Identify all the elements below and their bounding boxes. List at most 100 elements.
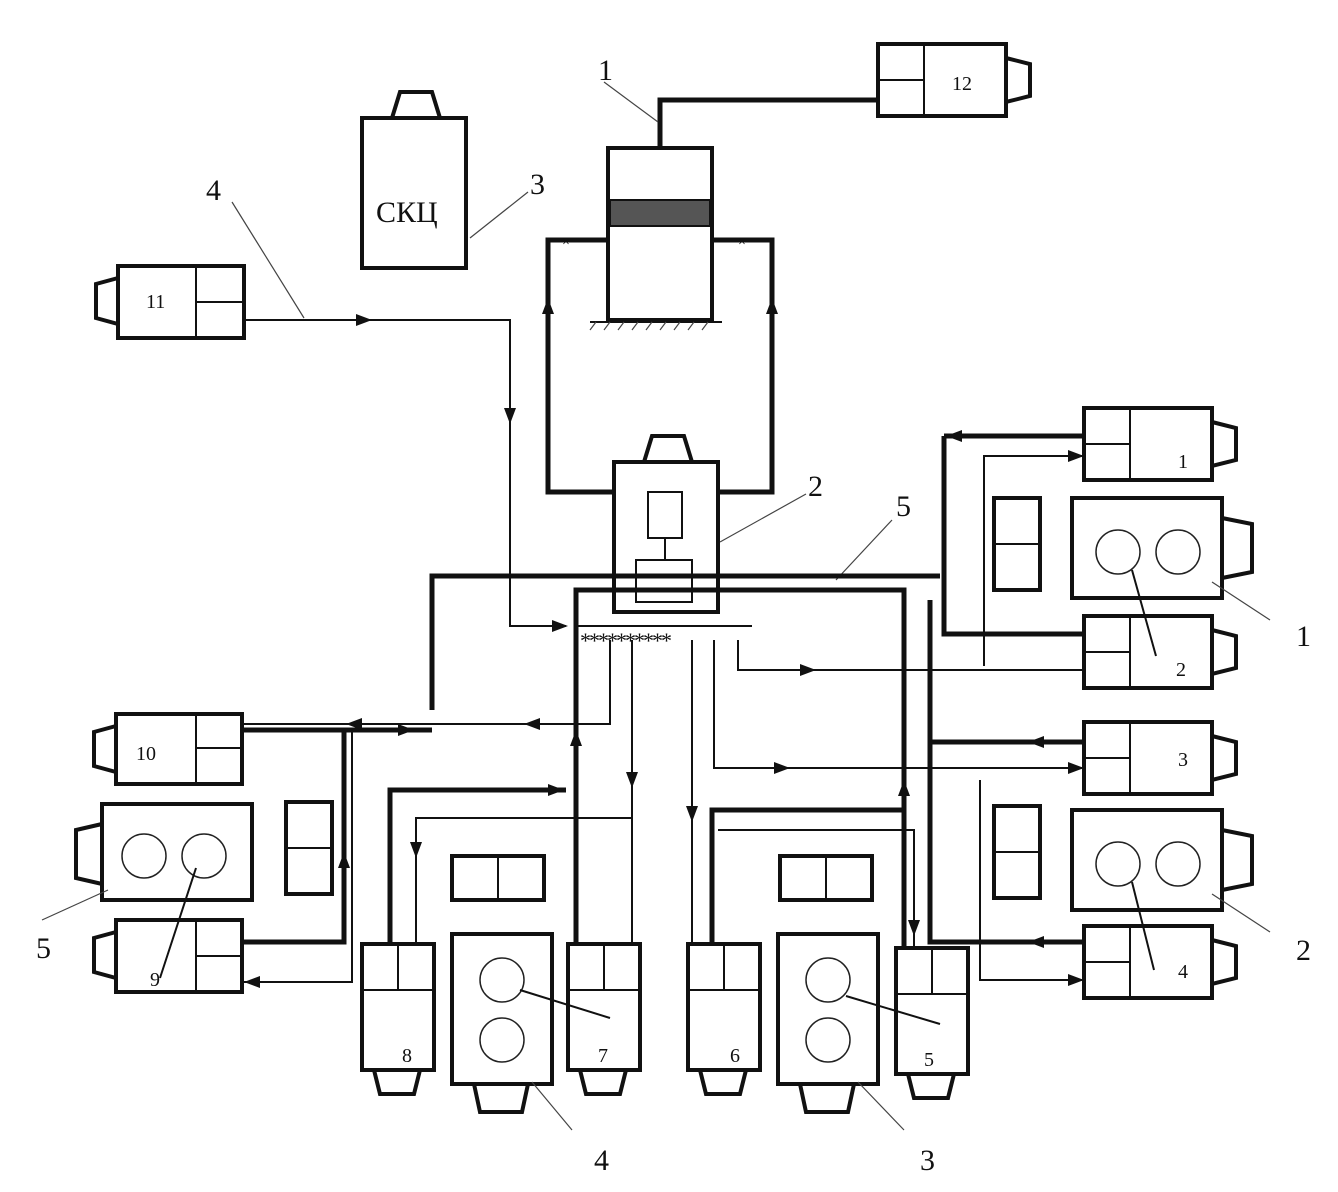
arrow-unit8-down (410, 842, 422, 858)
arrow-unit7-down (626, 772, 638, 788)
machine-1 (992, 496, 1254, 600)
leader-label-5: 5 (896, 490, 911, 523)
unit-4-label: 4 (1178, 961, 1188, 983)
central-cylinder (589, 146, 722, 331)
unit-12: 12 (876, 42, 1032, 118)
pointer-machine-1 (1131, 569, 1157, 657)
leader-label-2: 2 (808, 470, 823, 503)
pointer-machine-3 (845, 995, 941, 1025)
arrow-unit4 (1028, 936, 1044, 948)
loop-left (545, 237, 620, 495)
machine-4-label: 4 (594, 1144, 609, 1177)
manifold-valves: ********** (580, 628, 671, 653)
unit-11: 11 (94, 264, 246, 340)
unit-10: 10 (92, 712, 244, 786)
machine-2-label: 2 (1296, 934, 1311, 967)
unit-10-label: 10 (136, 743, 156, 765)
unit-3: 3 (1082, 720, 1238, 796)
arrow-unit7-up (570, 730, 582, 746)
line-unit10-return (242, 640, 611, 725)
leader-machine-5 (41, 889, 109, 921)
leader-label-3: 3 (530, 168, 545, 201)
machine-3 (776, 854, 880, 1114)
arrow-unit6-down (686, 806, 698, 822)
unit-12-label: 12 (952, 73, 972, 95)
line-to-unit3 (713, 640, 1084, 769)
arrow-up-left (542, 298, 554, 314)
line-11-feed (244, 319, 511, 546)
line-unit9-in (242, 730, 353, 983)
machine-5 (74, 800, 334, 902)
arrow-unit9-up (338, 852, 350, 868)
arrow-unit4-in (1068, 974, 1084, 986)
arrow-unit1 (946, 430, 962, 442)
leader-line-5 (835, 519, 893, 581)
leader-line-2 (719, 493, 807, 543)
pointer-machine-5 (159, 867, 197, 979)
unit-1: 1 (1082, 406, 1238, 482)
machine-4 (450, 854, 554, 1114)
leader-line-1 (603, 81, 659, 123)
leader-machine-4 (531, 1081, 573, 1131)
unit-2-label: 2 (1176, 659, 1186, 681)
arrow-manifold (552, 620, 568, 632)
machine-1-label: 1 (1296, 620, 1311, 653)
bus-lower (573, 587, 907, 950)
line-to-unit4 (979, 780, 1084, 981)
arrow-unit10-return (346, 718, 362, 730)
arrow-11-down (504, 408, 516, 424)
line-to-manifold (509, 546, 566, 627)
line-cylinder-to-12 (657, 97, 880, 148)
machine-5-label: 5 (36, 932, 51, 965)
unit-3-label: 3 (1178, 749, 1188, 771)
arrow-unit1b (1068, 450, 1084, 462)
pointer-machine-2 (1131, 881, 1155, 971)
leader-machine-3 (857, 1081, 905, 1131)
unit-7: 7 (566, 942, 642, 1096)
arrow-unit5-down (908, 920, 920, 936)
unit-7-label: 7 (598, 1045, 608, 1067)
leader-machine-1 (1211, 581, 1271, 621)
leader-label-4: 4 (206, 174, 221, 207)
control-cabinet (612, 434, 720, 614)
line-unit5-feed (718, 829, 915, 948)
valve-mark-left: × (562, 235, 570, 250)
arrow-up-right (766, 298, 778, 314)
leader-label-1: 1 (598, 54, 613, 87)
pointer-machine-4 (519, 989, 611, 1019)
unit-5-label: 5 (924, 1049, 934, 1071)
leader-line-3 (469, 191, 529, 239)
arrow-unit9-in (244, 976, 260, 988)
bus-upper (429, 573, 940, 710)
machine-2 (992, 804, 1254, 912)
line-unit8-up (387, 787, 566, 944)
unit-6: 6 (686, 942, 762, 1096)
unit-6-label: 6 (730, 1045, 740, 1067)
unit-9-label: 9 (150, 969, 160, 991)
unit-9: 9 (92, 918, 244, 994)
unit-5: 5 (894, 946, 970, 1100)
unit-1-label: 1 (1178, 451, 1188, 473)
arrow-unit8 (548, 784, 564, 796)
line-to-unit2 (737, 640, 1084, 671)
line-unit6-up (709, 807, 904, 944)
unit-8-label: 8 (402, 1045, 412, 1067)
loop-right (712, 237, 775, 495)
arrow-unit10 (398, 724, 414, 736)
leader-machine-2 (1211, 893, 1271, 933)
leader-line-4 (231, 201, 305, 319)
line-unit9-up (242, 730, 347, 945)
arrow-11-right (356, 314, 372, 326)
arrow-unit5-up (898, 780, 910, 796)
unit-8: 8 (360, 942, 436, 1096)
line-unit1-feed (983, 455, 1084, 666)
arrow-unit3-in (1068, 762, 1084, 774)
unit-2: 2 (1082, 614, 1238, 690)
unit-4: 4 (1082, 924, 1238, 1000)
unit-11-label: 11 (146, 291, 165, 313)
valve-mark-right: × (738, 235, 746, 250)
arrow-unit10-return2 (524, 718, 540, 730)
arrow-unit3 (1028, 736, 1044, 748)
